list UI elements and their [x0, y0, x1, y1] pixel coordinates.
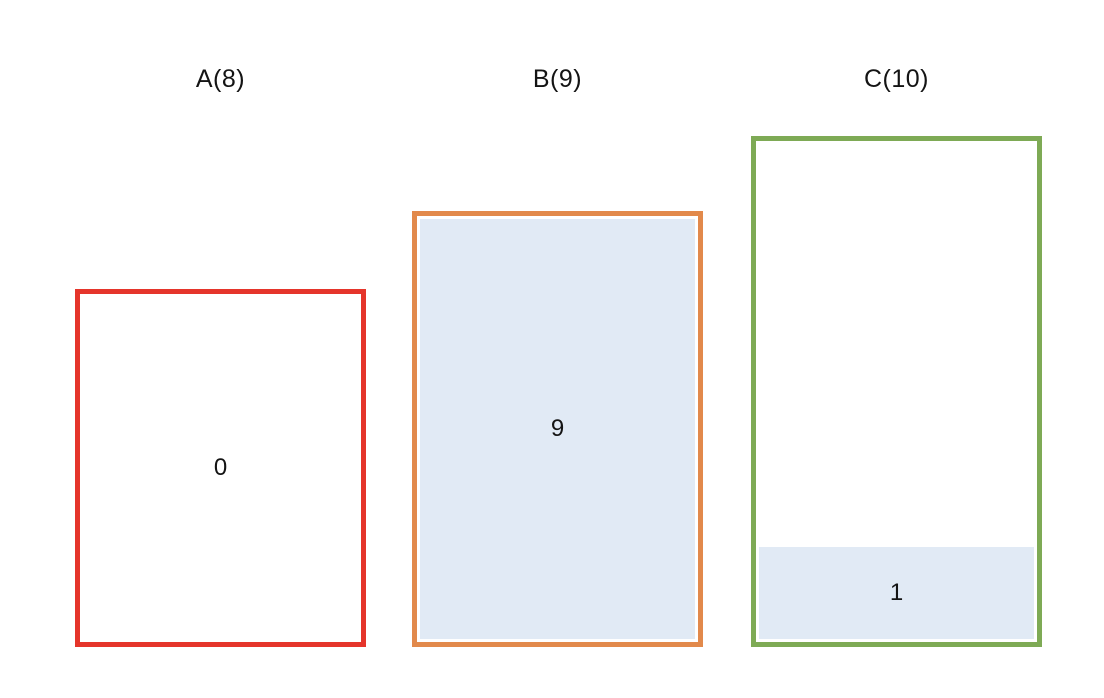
- jug-c[interactable]: 1: [751, 136, 1042, 647]
- jug-b-amount: 9: [550, 415, 565, 442]
- jug-c-fill-zone: 1: [759, 144, 1034, 639]
- jug-a[interactable]: 0: [75, 289, 366, 647]
- jug-b-fill-zone: 9: [420, 219, 695, 639]
- jug-c-amount: 1: [889, 579, 904, 607]
- jug-c-water-fill: 1: [759, 547, 1034, 639]
- jug-b-water-fill: 9: [420, 219, 695, 639]
- jug-a-amount: 0: [213, 454, 228, 481]
- jug-a-label: A(8): [195, 65, 246, 93]
- jug-c-label: C(10): [863, 65, 929, 93]
- jug-b[interactable]: 9: [412, 211, 703, 647]
- jug-a-fill-zone: 0: [83, 297, 358, 639]
- jug-a-water-fill: 0: [83, 297, 358, 639]
- jug-b-label: B(9): [532, 65, 583, 93]
